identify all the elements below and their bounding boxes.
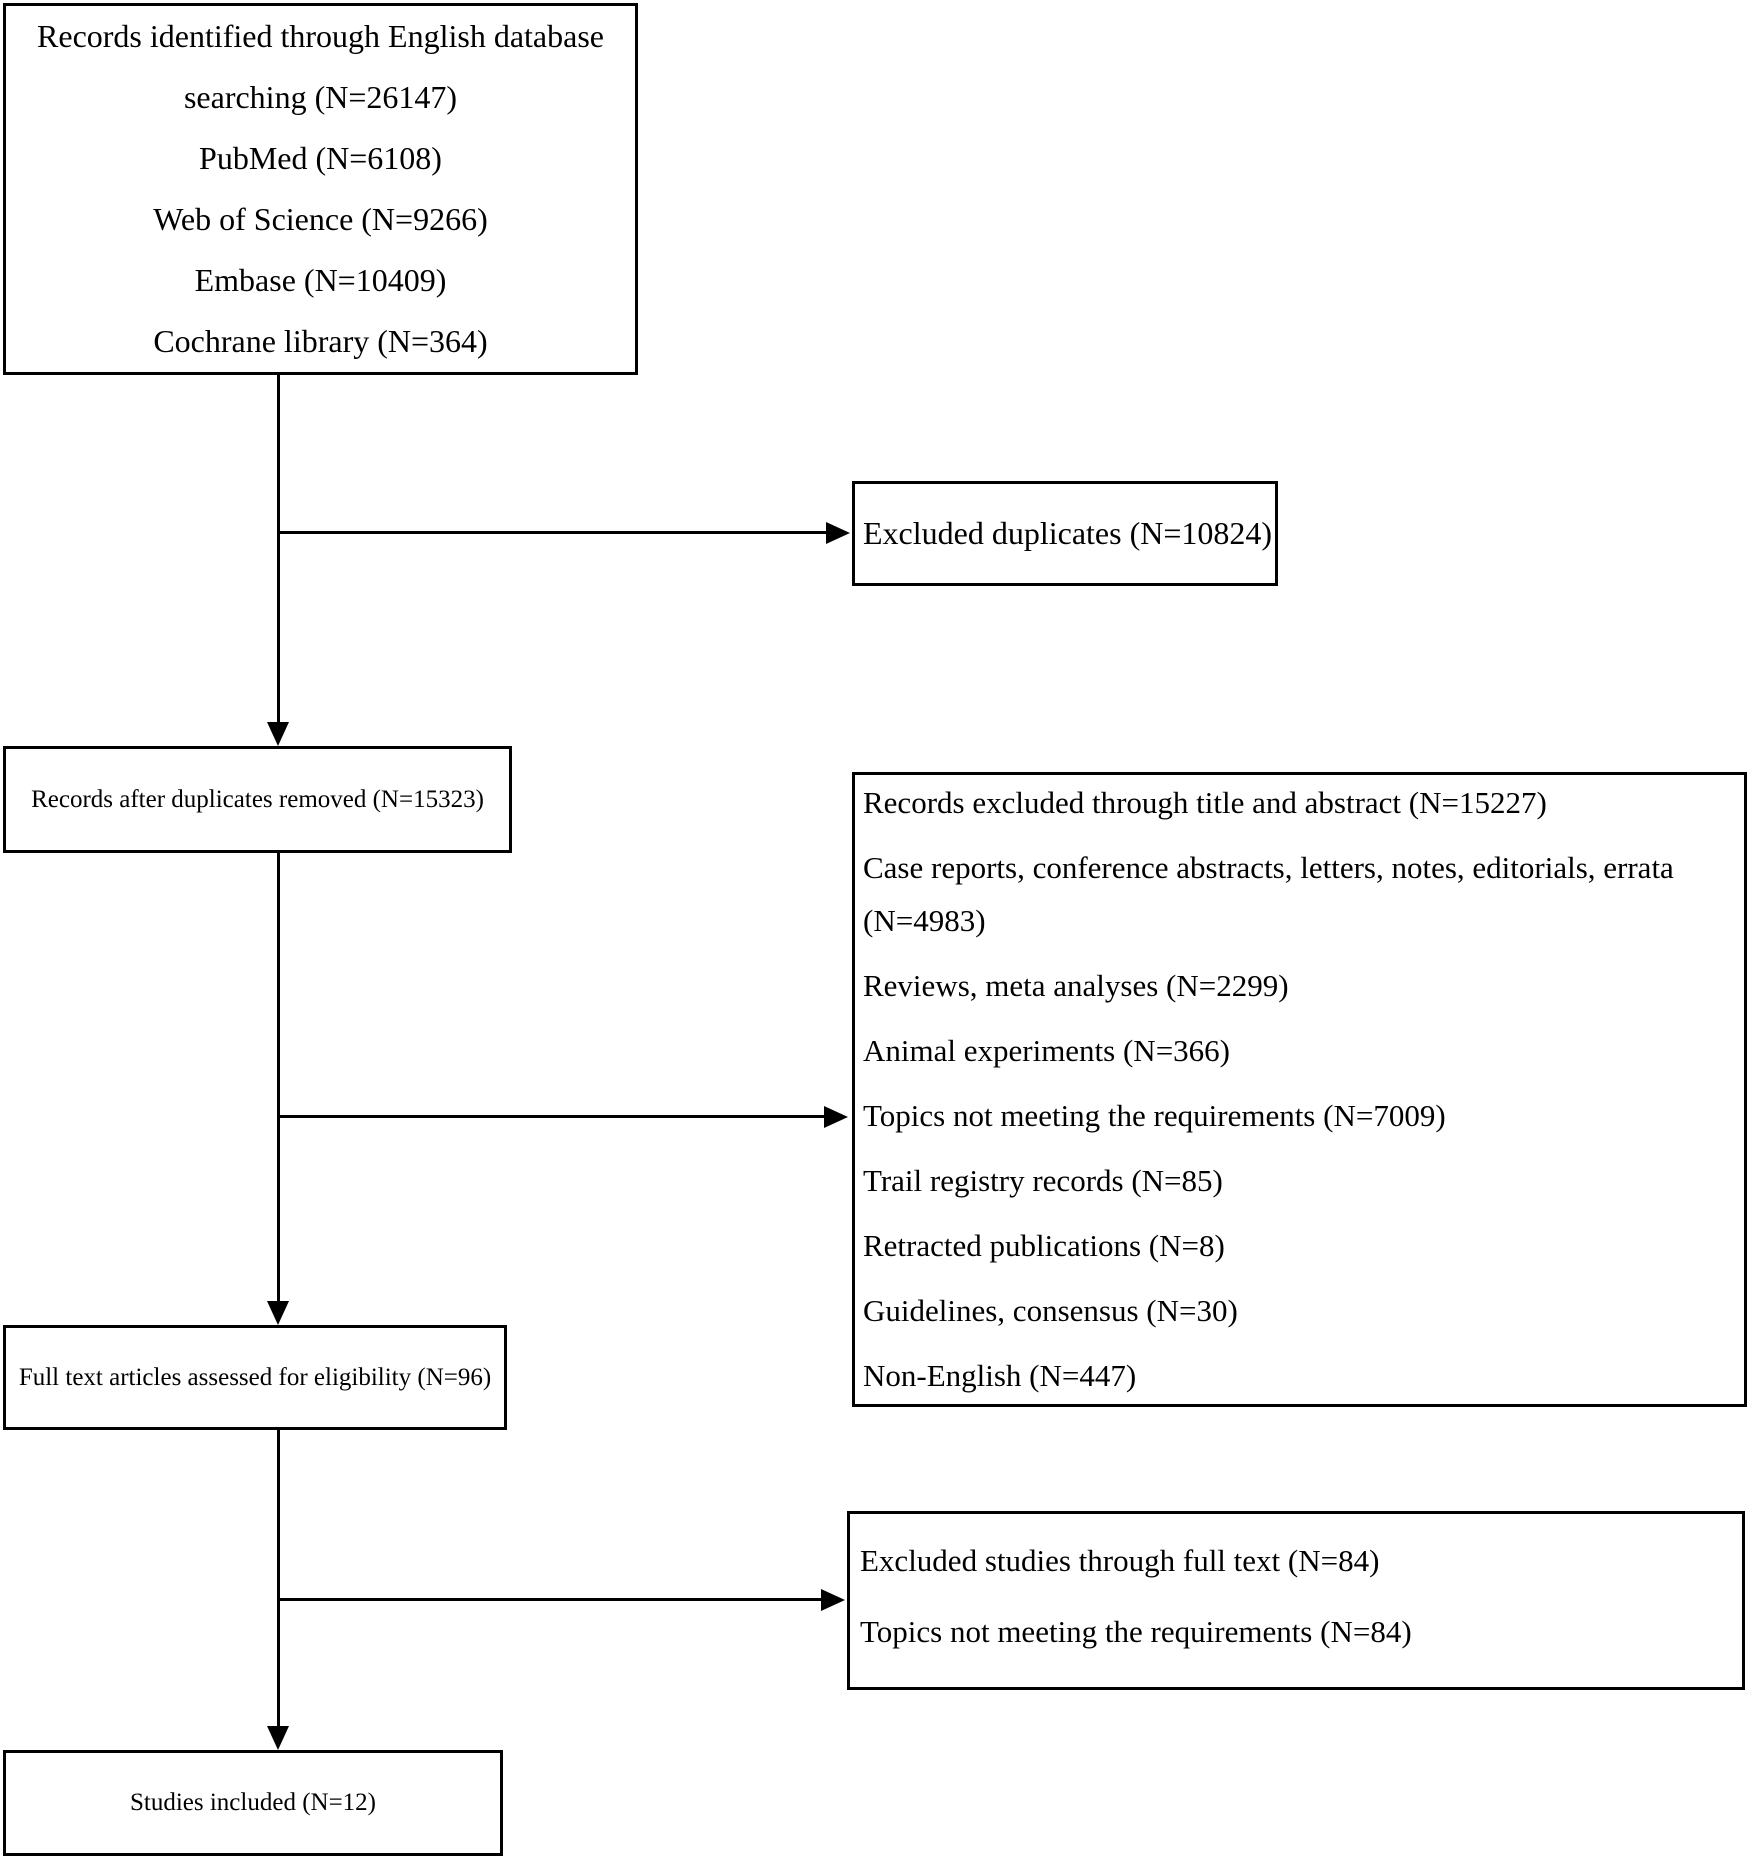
embase-count: Embase (N=10409)	[194, 262, 447, 298]
box-records-after-duplicates: Records after duplicates removed (N=1532…	[3, 746, 512, 853]
records-identified-line: Records identified through English datab…	[37, 18, 604, 54]
arrow-shaft-to-excluded-duplicates	[278, 531, 826, 534]
cochrane-count: Cochrane library (N=364)	[153, 323, 488, 359]
excluded-non-english: Non-English (N=447)	[863, 1358, 1137, 1393]
box-records-identified: Records identified through English datab…	[3, 3, 638, 375]
box-fulltext-assessed: Full text articles assessed for eligibil…	[3, 1325, 507, 1430]
records-identified-count: searching (N=26147)	[183, 79, 458, 115]
arrowhead-down-icon	[267, 1301, 289, 1325]
box-studies-included: Studies included (N=12)	[3, 1750, 503, 1856]
arrow-shaft-to-excluded-title-abstract	[278, 1115, 824, 1118]
excluded-animal-experiments: Animal experiments (N=366)	[863, 1033, 1231, 1068]
excluded-retracted: Retracted publications (N=8)	[863, 1228, 1225, 1263]
arrow-shaft-screening-to-eligibility	[277, 853, 280, 1303]
excluded-guidelines: Guidelines, consensus (N=30)	[863, 1293, 1238, 1328]
studies-included-text: Studies included (N=12)	[129, 1789, 376, 1816]
excluded-case-reports: Case reports, conference abstracts, lett…	[863, 850, 1674, 938]
arrowhead-down-icon	[267, 1726, 289, 1750]
arrowhead-right-icon	[821, 1589, 845, 1611]
box-excluded-fulltext: Excluded studies through full text (N=84…	[847, 1511, 1745, 1690]
web-of-science-count: Web of Science (N=9266)	[153, 201, 488, 237]
excluded-trail-registry: Trail registry records (N=85)	[863, 1163, 1223, 1198]
arrowhead-down-icon	[267, 722, 289, 746]
arrow-shaft-to-excluded-fulltext	[278, 1598, 821, 1601]
fulltext-assessed-text: Full text articles assessed for eligibil…	[18, 1363, 492, 1391]
arrow-shaft-identification-to-screening	[277, 375, 280, 724]
arrowhead-right-icon	[824, 1106, 848, 1128]
excluded-reviews: Reviews, meta analyses (N=2299)	[863, 968, 1289, 1003]
excluded-duplicates-text: Excluded duplicates (N=10824)	[863, 515, 1273, 551]
excluded-topics: Topics not meeting the requirements (N=7…	[863, 1098, 1446, 1133]
excluded-title-abstract-total: Records excluded through title and abstr…	[863, 785, 1547, 820]
excluded-fulltext-total: Excluded studies through full text (N=84…	[860, 1543, 1380, 1578]
arrowhead-right-icon	[826, 522, 850, 544]
arrow-shaft-eligibility-to-included	[277, 1430, 280, 1726]
records-after-duplicates-text: Records after duplicates removed (N=1532…	[31, 785, 484, 813]
box-excluded-duplicates: Excluded duplicates (N=10824)	[852, 481, 1278, 586]
box-excluded-title-abstract: Records excluded through title and abstr…	[852, 772, 1747, 1407]
excluded-fulltext-topics: Topics not meeting the requirements (N=8…	[860, 1614, 1412, 1649]
pubmed-count: PubMed (N=6108)	[199, 140, 442, 176]
